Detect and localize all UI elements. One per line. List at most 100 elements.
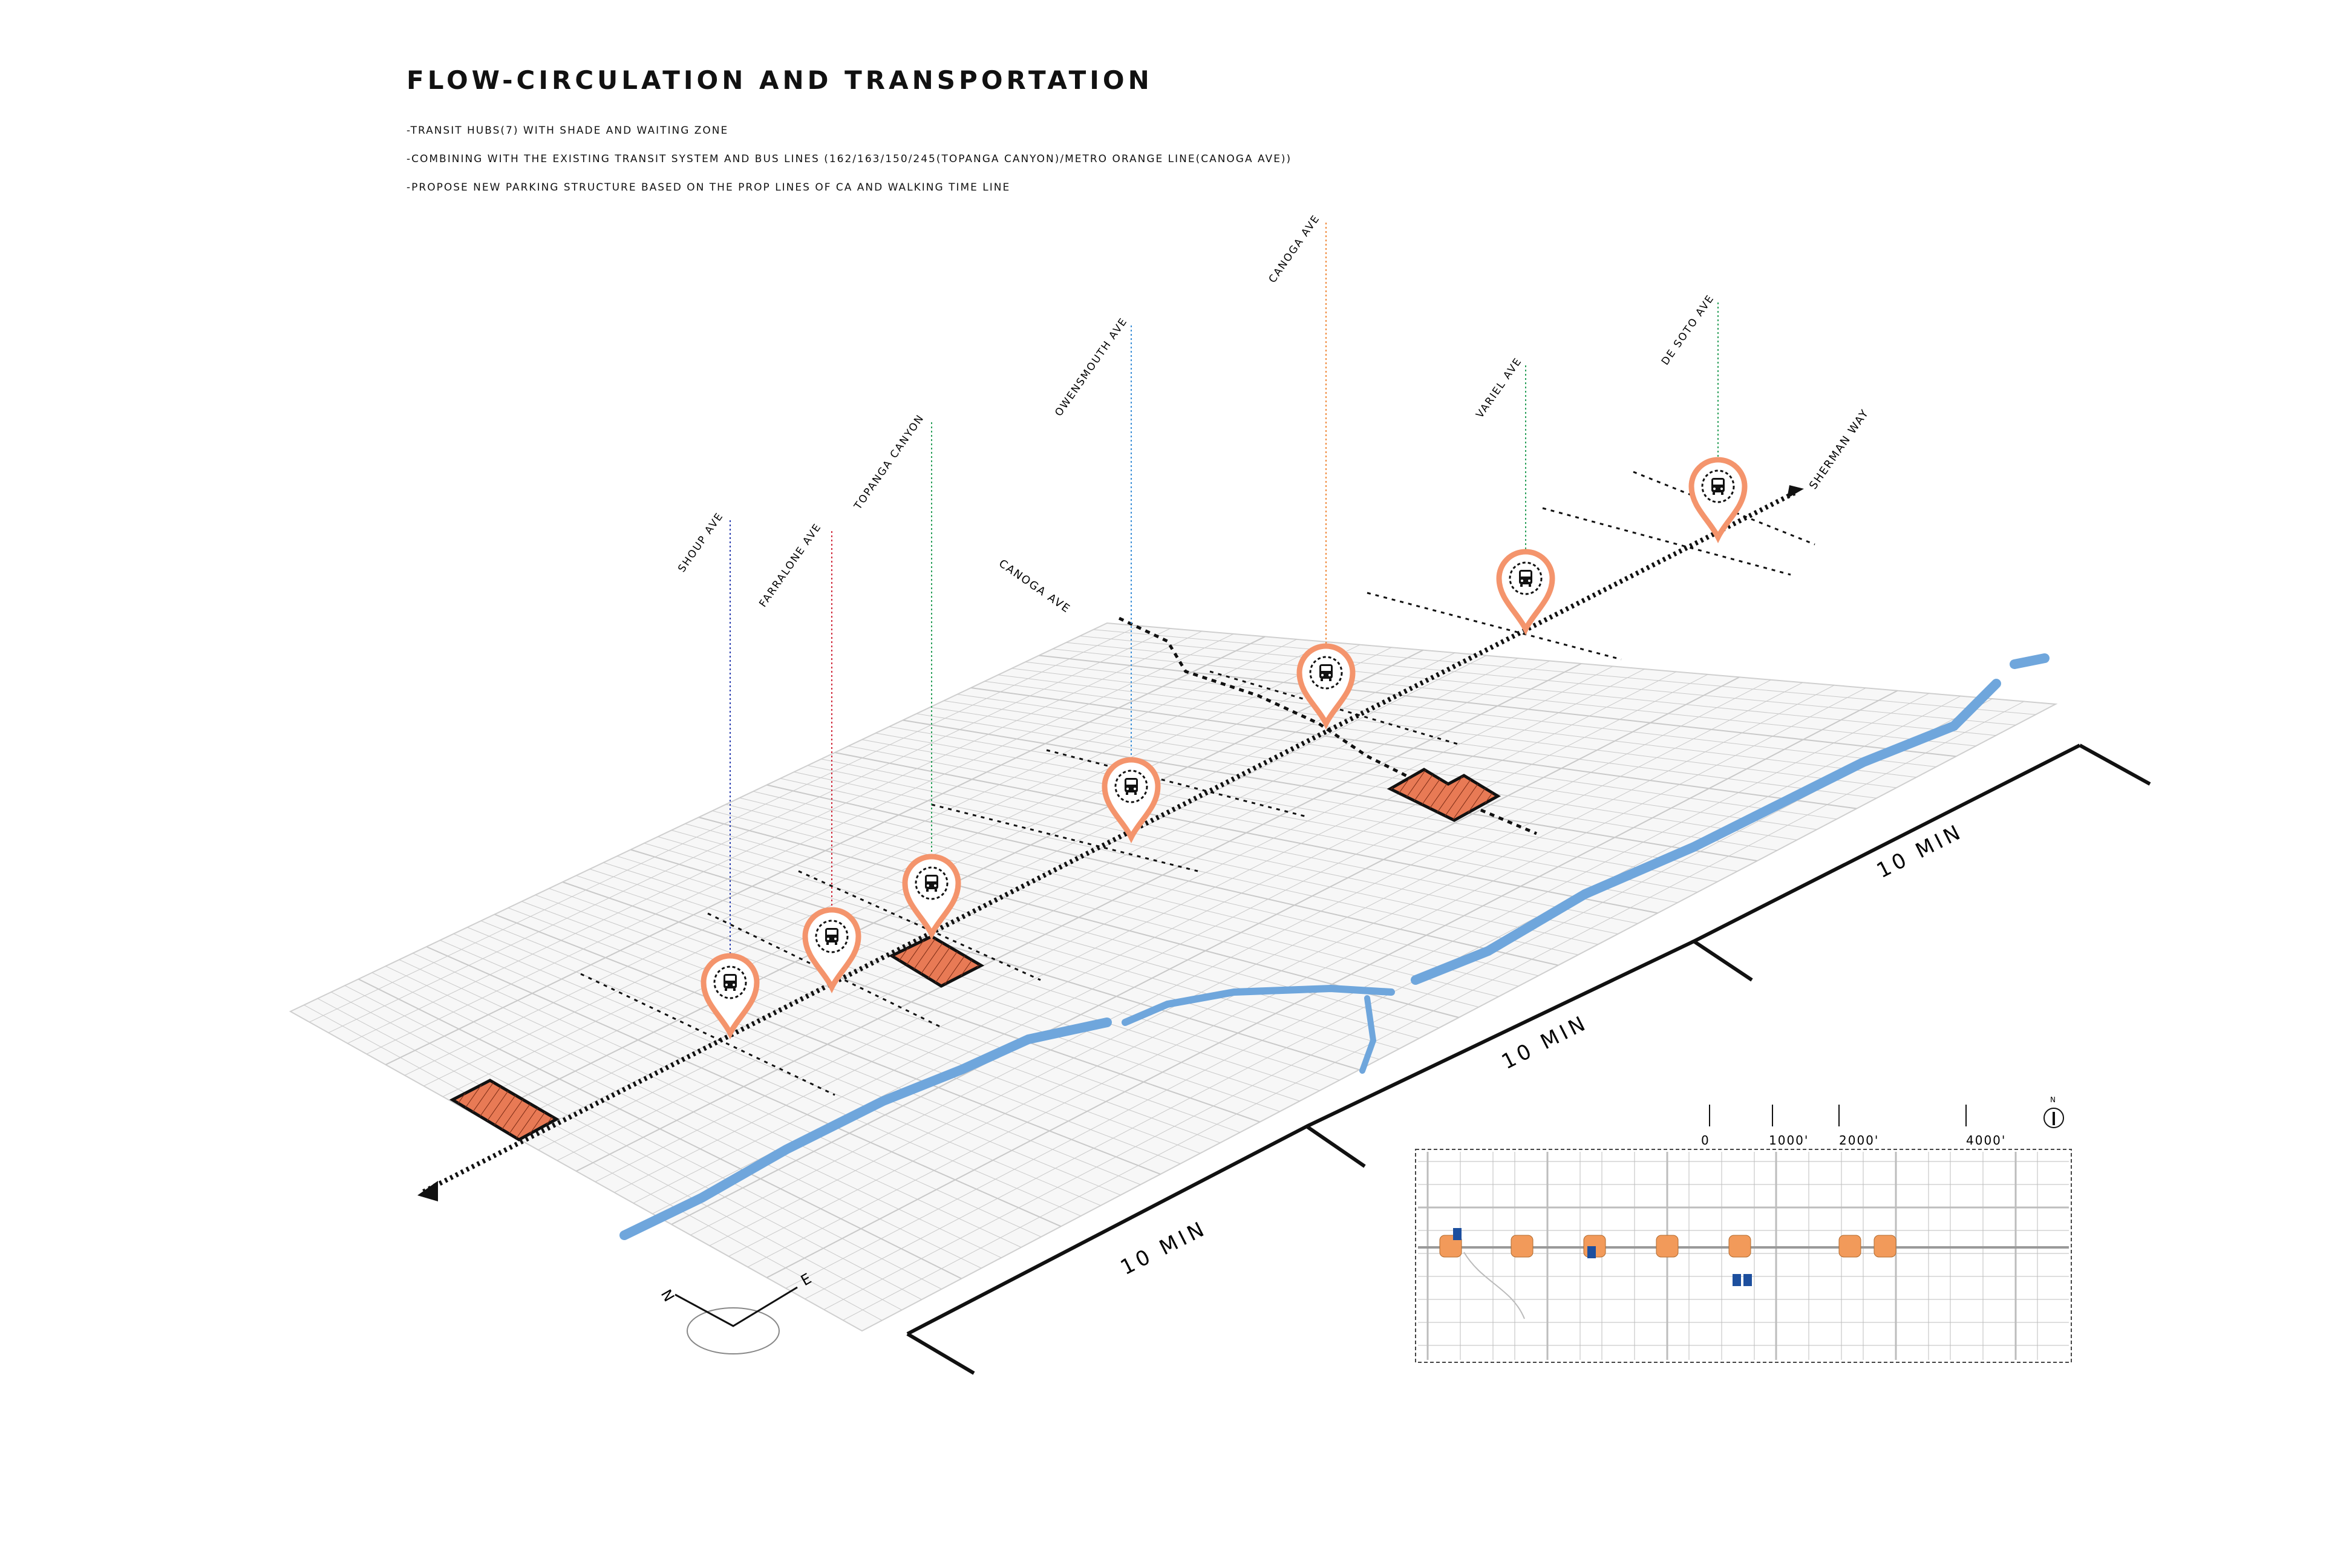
- sherman-way-corridor: [417, 485, 1804, 1201]
- walk-time-label-1: 10 MIN: [1117, 1216, 1211, 1280]
- corridor-arrow-east: [1787, 485, 1804, 498]
- scale-label-4000: 4000': [1966, 1133, 2006, 1148]
- grid-avenue: [614, 668, 1645, 1193]
- hub-waiting-zone: [815, 920, 849, 953]
- transit-hub-pin[interactable]: [1102, 757, 1161, 844]
- inset-transit-hub: [1439, 1235, 1462, 1258]
- transit-hub-pin[interactable]: [1496, 549, 1555, 636]
- bus-icon: [724, 974, 737, 991]
- grid-avenue: [690, 679, 1771, 1236]
- compass-north-letter: N: [658, 1287, 678, 1305]
- grid-avenue: [347, 630, 1203, 1044]
- grid-avenue: [595, 666, 1613, 1183]
- note-parking: -PROPOSE NEW PARKING STRUCTURE BASED ON …: [407, 181, 1011, 194]
- parking-hatch: [1390, 769, 1498, 820]
- grid-avenue: [423, 641, 1329, 1086]
- scale-label-0: 0: [1701, 1133, 1710, 1148]
- scale-label-2000: 2000': [1839, 1133, 1879, 1148]
- hub-waiting-zone: [915, 866, 949, 900]
- grid-avenue: [309, 626, 1139, 1023]
- inset-transit-hub: [1838, 1235, 1861, 1258]
- canoga-route-label: CANOGA AVE: [996, 557, 1073, 616]
- river-branch: [1359, 995, 1377, 1074]
- hub-waiting-zone: [1701, 469, 1735, 503]
- grid-avenue: [671, 676, 1740, 1225]
- note-bus-lines: -COMBINING WITH THE EXISTING TRANSIT SYS…: [407, 153, 1292, 165]
- scale-label-1000: 1000': [1769, 1133, 1809, 1148]
- inset-transit-hub: [1873, 1235, 1896, 1258]
- bus-icon: [1711, 478, 1725, 495]
- street-label: OWENSMOUTH AVE: [1053, 315, 1130, 419]
- street-label: SHOUP AVE: [676, 510, 726, 574]
- transit-hub-pin[interactable]: [902, 854, 961, 941]
- grid-avenue: [442, 644, 1361, 1097]
- note-transit-hubs: -TRANSIT HUBS(7) WITH SHADE AND WAITING …: [407, 125, 729, 137]
- grid-avenue: [766, 690, 1898, 1278]
- grid-avenue: [805, 696, 1961, 1299]
- walking-range-line: [798, 870, 1041, 981]
- corridor-line: [422, 489, 1798, 1194]
- walk-time-axis: [906, 743, 2081, 1336]
- inset-map: 0 1000' 2000' 4000' N: [1415, 1096, 2072, 1363]
- river-segment-east: [1411, 679, 2001, 985]
- compass-disc: [687, 1307, 780, 1354]
- river-outlet-east: [2010, 653, 2050, 669]
- walk-time-label-2: 10 MIN: [1498, 1010, 1592, 1074]
- inset-scale-bar: 0 1000' 2000' 4000': [1701, 1105, 2006, 1148]
- sherman-way-label: SHERMAN WAY: [1807, 407, 1872, 492]
- street-label: VARIEL AVE: [1474, 355, 1524, 420]
- compass: N E: [658, 1270, 814, 1354]
- page-title: FLOW-CIRCULATION AND TRANSPORTATION: [407, 65, 1153, 95]
- hub-waiting-zone: [1309, 656, 1343, 690]
- river-segment-middle: [1122, 984, 1395, 1026]
- walking-range-line: [931, 803, 1198, 872]
- parking-hatch: [892, 936, 981, 986]
- transit-hub-pin[interactable]: [701, 953, 760, 1040]
- inset-markers: [1439, 1228, 1896, 1286]
- hub-waiting-zone: [1114, 769, 1148, 803]
- grid-avenue: [366, 633, 1234, 1054]
- hub-waiting-zone: [1509, 561, 1543, 595]
- walking-range-line: [707, 912, 944, 1030]
- north-arrow-letter: N: [2050, 1096, 2056, 1104]
- grid-avenue: [823, 698, 1993, 1310]
- walk-tick-4: [2079, 743, 2151, 786]
- inset-parking: [1587, 1246, 1596, 1258]
- bus-icon: [1125, 778, 1138, 795]
- river-segment-west: [619, 1018, 1112, 1240]
- bus-icon: [1519, 570, 1532, 587]
- grid-avenue: [328, 628, 1171, 1033]
- street-label: DE SOTO AVE: [1659, 292, 1717, 367]
- walking-range-line: [1046, 749, 1307, 818]
- inset-north-arrow: N: [2043, 1096, 2064, 1128]
- grid-avenue: [728, 685, 1835, 1257]
- grid-avenue: [500, 652, 1455, 1129]
- bus-icon: [1319, 664, 1333, 681]
- street-label: TOPANGA CANYON: [852, 412, 927, 512]
- walking-range-line: [1633, 471, 1815, 546]
- transit-hub-pin[interactable]: [802, 907, 861, 994]
- bus-icon: [825, 928, 838, 945]
- street-label: FARRALONE AVE: [757, 521, 824, 609]
- inset-parking: [1733, 1274, 1741, 1286]
- parking-hatch: [452, 1080, 557, 1140]
- bus-icon: [925, 875, 938, 892]
- transit-hub-pin[interactable]: [1688, 457, 1748, 544]
- north-arrow-circle: [2043, 1108, 2064, 1128]
- parking-structures: [449, 768, 1501, 1142]
- walking-range-line: [1542, 507, 1791, 576]
- hub-waiting-zone: [713, 965, 747, 999]
- compass-axes: [675, 1286, 798, 1327]
- transit-hub-pin[interactable]: [1296, 643, 1356, 730]
- street-label: CANOGA AVE: [1267, 212, 1323, 285]
- grid-avenue: [518, 655, 1487, 1140]
- grid-avenue: [747, 687, 1866, 1267]
- inset-park-path: [1463, 1252, 1525, 1319]
- walk-tick-2: [1305, 1125, 1366, 1168]
- grid-avenue: [404, 639, 1297, 1076]
- corridor-arrow-west: [417, 1181, 438, 1201]
- grid-avenue: [843, 701, 2024, 1321]
- inset-transit-hub: [1656, 1235, 1679, 1258]
